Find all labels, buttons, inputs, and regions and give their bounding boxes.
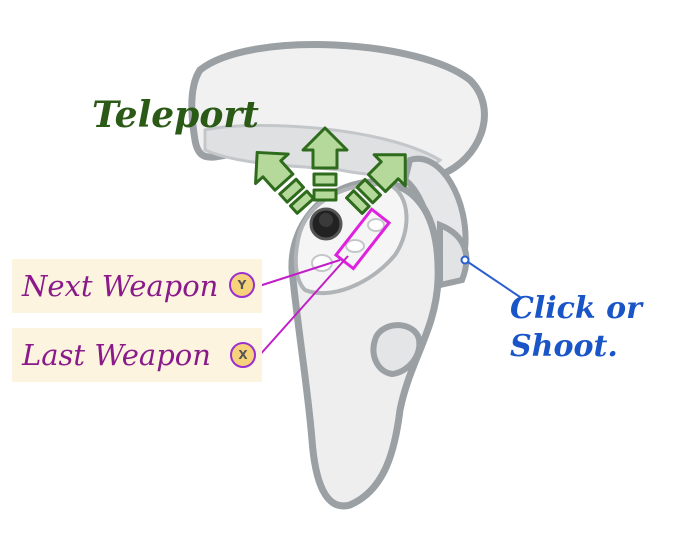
next-weapon-callout-line [255, 259, 341, 288]
teleport-arrow-up-icon [301, 126, 349, 202]
grip-button [370, 322, 423, 378]
click-label-line1: Click or [510, 291, 642, 326]
trigger-callout-dot [460, 255, 470, 265]
thumbstick-top [319, 213, 333, 227]
last-weapon-callout-line [257, 255, 349, 358]
last-weapon-label: Last Weapon [22, 338, 211, 372]
trigger-button-icon [437, 220, 470, 289]
button-highlight-box [333, 207, 392, 271]
click-label-line2: Shoot. [510, 329, 618, 364]
click-shoot-label: Click or Shoot. [510, 290, 642, 366]
next-weapon-box: Next Weapon [12, 259, 262, 313]
y-button-icon [367, 218, 385, 232]
teleport-arrow-left-icon [254, 150, 316, 215]
x-button-badge-icon: X [230, 342, 256, 368]
teleport-label: Teleport [92, 94, 259, 136]
teleport-arrow-right-icon [345, 153, 407, 215]
last-weapon-box: Last Weapon [12, 328, 262, 382]
teleport-arrows [254, 126, 407, 215]
trigger-callout-line [464, 259, 521, 298]
x-button-icon [345, 239, 365, 253]
next-weapon-label: Next Weapon [22, 269, 219, 303]
y-button-badge-icon: Y [229, 272, 255, 298]
